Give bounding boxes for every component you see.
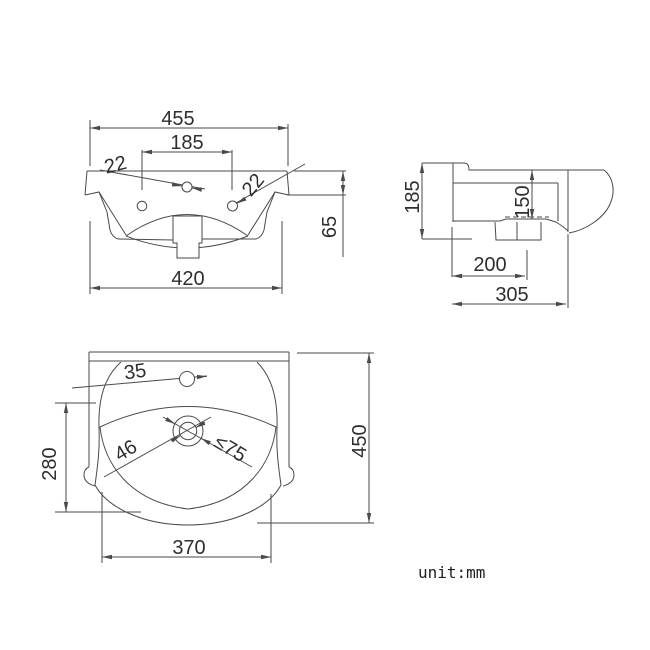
plan-left-wing <box>83 466 96 487</box>
plan-inner-bowl <box>99 406 277 510</box>
side-top-lip-and-deck <box>453 162 604 171</box>
side-dim-drain-offset: 200 <box>452 250 528 280</box>
dim-280-label: 280 <box>39 447 61 480</box>
front-tap-hole <box>181 181 193 193</box>
plan-right-wing <box>282 466 295 487</box>
plan-dia-arrow <box>200 437 211 446</box>
plan-dia-arrow <box>195 420 206 429</box>
plan-dia-line-46 <box>103 416 212 478</box>
front-left-wing <box>84 191 119 240</box>
dim-450-label: 450 <box>349 424 371 457</box>
front-mounting-hole-right <box>227 200 238 212</box>
dim-185-label: 185 <box>170 132 203 154</box>
plan-leader-35-arrow <box>196 374 208 380</box>
front-right-edge <box>286 170 290 196</box>
front-leader-arrow-left <box>171 182 183 187</box>
front-dim-rim-drop: 65 <box>287 170 346 257</box>
front-dim-base-width: 420 <box>89 221 283 294</box>
side-trap <box>494 221 542 241</box>
dim-420-label: 420 <box>171 268 204 290</box>
dim-185-side-label: 185 <box>402 180 424 213</box>
front-dim-overall-width: 455 <box>89 108 289 166</box>
front-right-wing <box>255 191 290 240</box>
plan-dim-bowl-left: 280 <box>39 402 141 513</box>
dim-65-label: 65 <box>319 216 341 238</box>
unit-note: unit:mm <box>418 563 485 582</box>
side-dim-overall-depth: 305 <box>452 234 569 308</box>
dim-305-label: 305 <box>495 284 528 306</box>
front-right-deck-diagonal <box>247 191 276 236</box>
plan-dim-bowl-width: 370 <box>101 492 272 563</box>
plan-outer-bowl <box>94 361 282 526</box>
dim-150-label: 150 <box>512 185 534 218</box>
side-dim-mounting-height: 185 <box>402 162 453 239</box>
plan-dim-overall-depth: 450 <box>257 352 374 524</box>
dim-75-label: ≤75 <box>210 431 250 467</box>
plan-drain-outer-circle <box>172 415 204 447</box>
dim-22-right-label: 22 <box>238 170 269 201</box>
side-bowl-bottom <box>453 218 569 232</box>
front-leader-arrow-mid <box>191 187 203 192</box>
dim-455-label: 455 <box>161 108 194 130</box>
front-leader-right-22 <box>235 163 306 204</box>
plan-drain-inner-circle <box>178 421 198 441</box>
dim-200-label: 200 <box>473 254 506 276</box>
front-left-deck-diagonal <box>98 191 127 236</box>
front-mounting-hole-left <box>136 200 148 212</box>
plan-dia-arrow <box>170 435 181 443</box>
side-front-bulge <box>568 169 614 234</box>
dim-22-left-label: 22 <box>102 152 129 179</box>
side-view: 185 150 200 305 <box>402 162 614 308</box>
front-bowl-upper-arc <box>125 214 249 237</box>
front-left-edge <box>84 170 88 196</box>
dim-46-label: 46 <box>111 436 141 466</box>
front-dim-hole-spacing: 185 <box>141 132 233 190</box>
front-drain-body <box>172 215 203 259</box>
plan-dia-arrow <box>165 417 176 425</box>
dim-35-label: 35 <box>123 360 148 385</box>
plan-tap-hole <box>179 371 195 387</box>
front-left-deck-bottom <box>117 238 174 241</box>
front-view: 455 185 420 65 22 22 <box>84 108 346 294</box>
side-dim-basin-depth: 150 <box>512 170 535 219</box>
plan-view: 280 450 370 35 46 ≤75 <box>39 351 374 563</box>
front-leader-arrow-right <box>236 196 247 204</box>
dim-370-label: 370 <box>172 537 205 559</box>
